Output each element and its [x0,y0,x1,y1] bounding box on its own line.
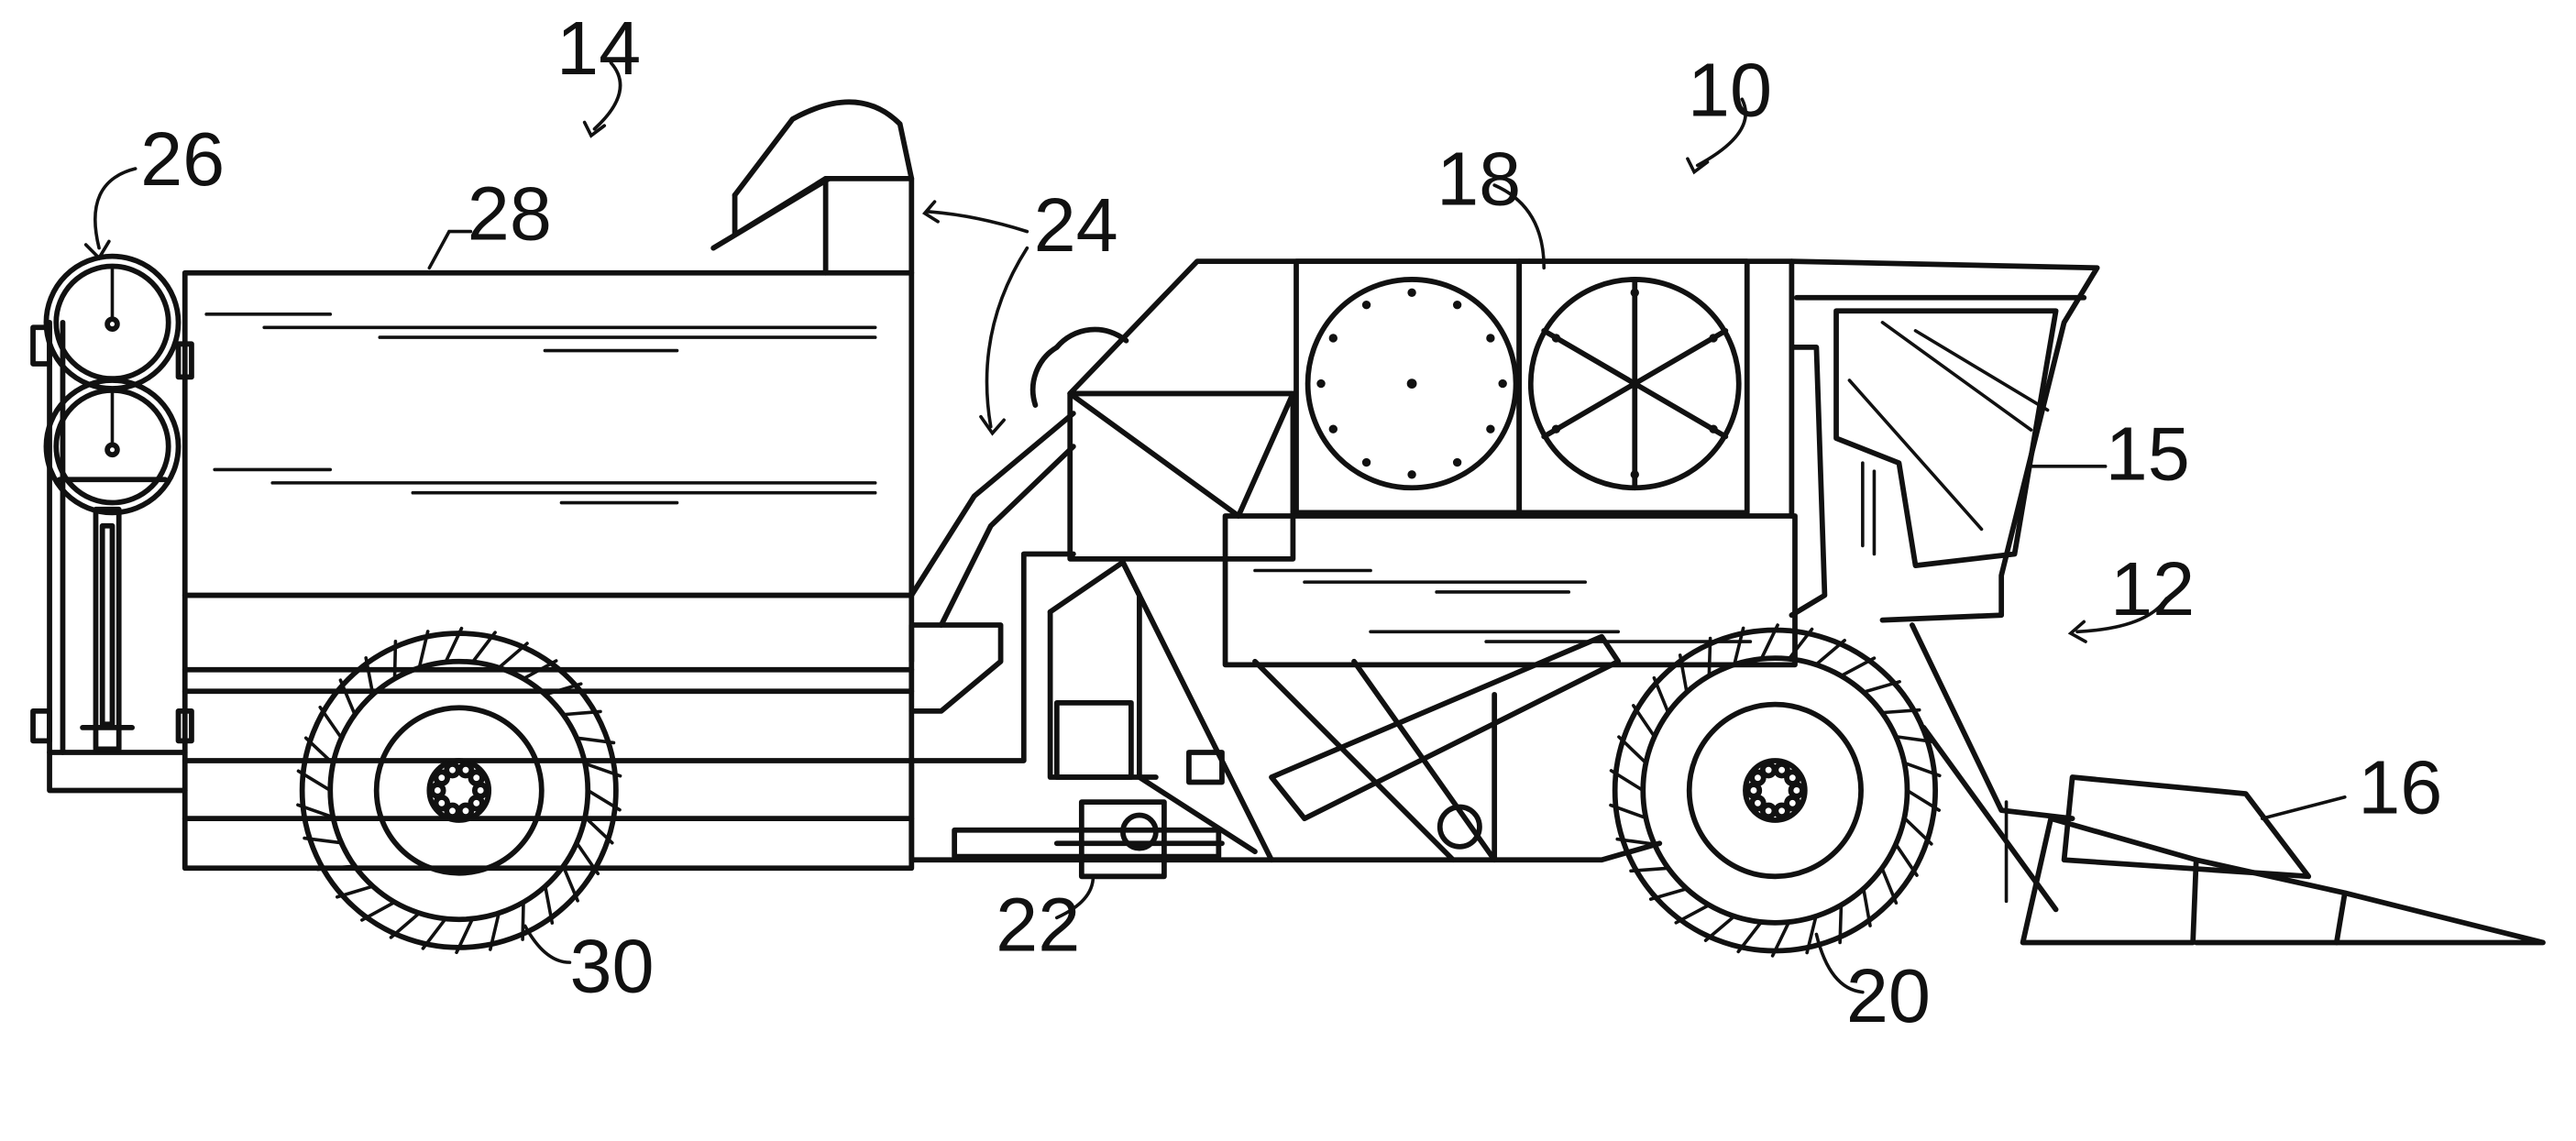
rear-tire-tread [320,708,341,738]
label-30: 30 [569,924,654,1009]
fan-rim-dot [1362,301,1371,309]
lug-nut [1752,797,1764,809]
fan-rim-dot [1329,425,1338,433]
fan-rim-dot [1709,425,1717,433]
label-22: 22 [996,882,1080,967]
label-12: 12 [2110,546,2195,631]
lug-nut [446,764,458,776]
front-tire-tread [1709,639,1710,676]
label-28: 28 [468,171,552,257]
lug-nut [436,797,448,809]
front-tire-tread [1619,737,1646,762]
front-tire-tread [1706,916,1734,940]
front-tire-tread [1841,658,1874,675]
fan-rim-dot [1407,289,1415,297]
front-tire-tread [1654,678,1668,713]
front-tire-tread [1840,905,1841,942]
rear-wheel [303,633,616,948]
machine-body [911,261,1795,876]
lug-nut [1763,764,1775,776]
rear-tire-tread [340,680,355,715]
rear-drum-upper [46,257,178,389]
rear-tire-tread [362,902,395,920]
cleaner-fan-right [1531,280,1739,488]
lug-nut [1776,805,1788,817]
lug-nut [460,805,472,817]
front-wheel [1615,630,1935,950]
rear-tire-tread [395,642,396,679]
lug-nut [475,784,487,796]
fan-rim-dot [1486,334,1494,342]
label-10: 10 [1688,47,1772,132]
operator-cab [1791,261,2097,620]
lug-nut [1748,784,1760,796]
label-24: 24 [1034,182,1118,268]
fan-rim-dot [1453,458,1461,466]
fan-rim-dot [1407,470,1415,478]
label-26: 26 [140,116,225,202]
lug-nut [1787,772,1799,784]
fan-rim-dot [1709,334,1717,342]
label-15: 15 [2106,411,2190,496]
fan-rim-dot [1453,301,1461,309]
air-duct [713,102,1073,711]
label-18: 18 [1437,137,1521,222]
front-tire-tread [1904,817,1931,843]
fan-rim-dot [1362,458,1371,466]
fan-rim-dot [1329,334,1338,342]
lug-nut [1790,784,1802,796]
front-tire-tread [1882,868,1896,903]
fan-rim-dot [1498,379,1506,388]
front-tire-tread [1816,641,1844,664]
lug-nut [470,772,482,784]
fan-rim-dot [1552,425,1560,433]
row-unit-header [1912,625,2543,942]
fan-rim-dot [1316,379,1325,388]
rear-drum-lower [46,380,178,512]
basket-body [179,273,912,869]
fan-rim-dot [1552,334,1560,342]
label-16: 16 [2358,745,2442,830]
label-20: 20 [1846,953,1931,1038]
rear-tire-tread [499,643,527,668]
fan-rim-dot [1631,289,1639,297]
fan-rim-dot [1486,425,1494,433]
rear-tire-tread [563,866,578,901]
fan-rim-dot [1631,470,1639,478]
lug-nut [432,784,444,796]
front-tire-tread [1896,844,1917,875]
rear-tire-tread [391,913,420,938]
label-14: 14 [556,5,641,91]
front-tire-tread [1634,706,1655,737]
front-tire-tread [1676,905,1709,922]
cleaner-fan-left [1308,280,1516,488]
